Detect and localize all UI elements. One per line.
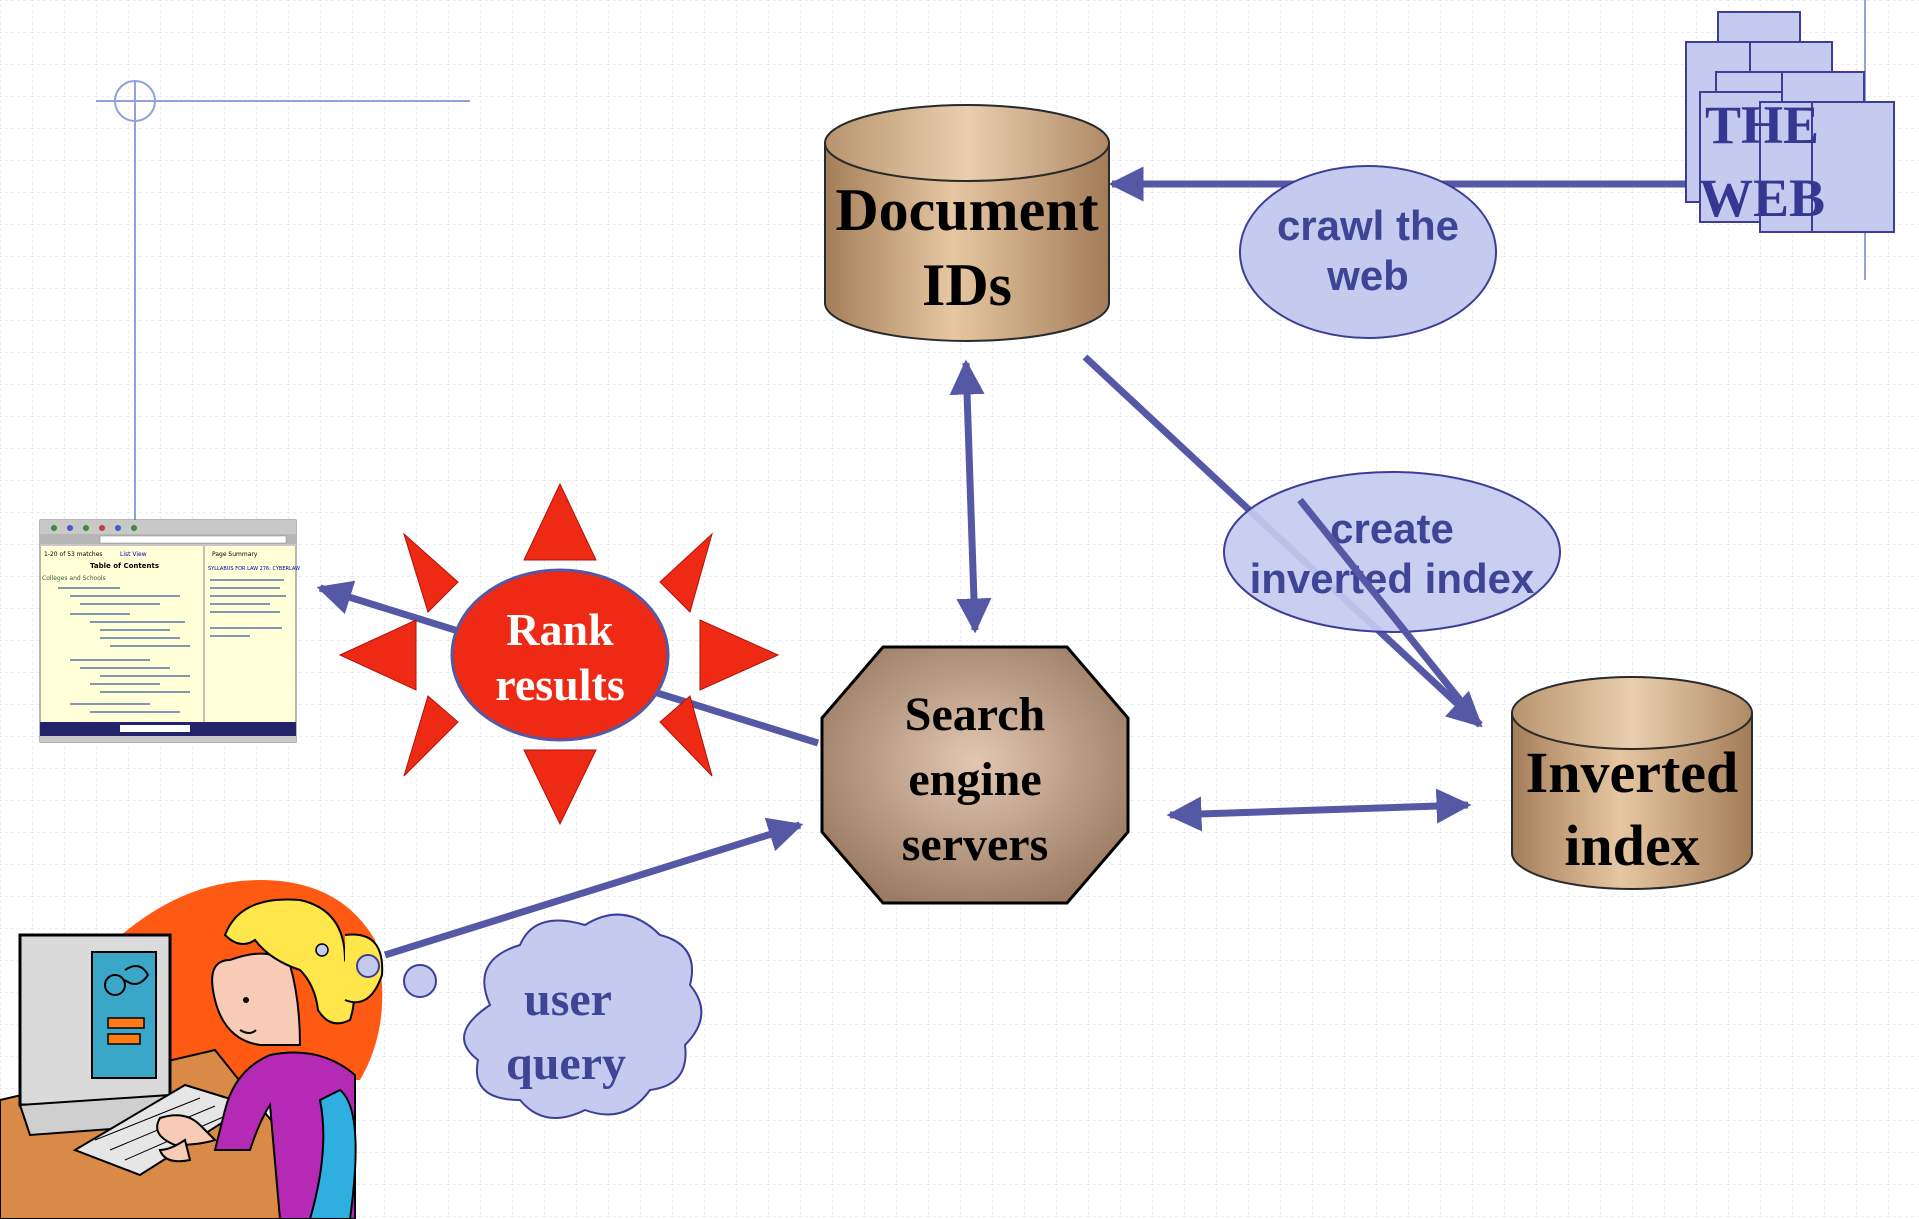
search-engine-servers-octagon: Search engine servers (820, 645, 1130, 905)
results-summary: Page Summary (212, 551, 258, 558)
user-query-label-line2: query (506, 1037, 626, 1090)
inverted-index-label-line2: index (1564, 813, 1699, 878)
create-label-line1: create (1330, 505, 1454, 552)
user-at-computer-illustration (0, 880, 384, 1219)
web-pages-icon (1685, 11, 1895, 233)
create-label-line2: inverted index (1250, 555, 1535, 602)
document-ids-database: Document IDs (824, 104, 1110, 342)
rank-results-starburst (338, 482, 780, 826)
inverted-index-label-line1: Inverted (1526, 740, 1739, 805)
document-ids-label-line1: Document (835, 177, 1098, 243)
results-count: 1-20 of 53 matches (44, 551, 103, 558)
results-view: List View (120, 551, 147, 558)
web-label-line2: WEB (1699, 168, 1825, 228)
results-toc: Table of Contents (90, 562, 159, 570)
crawl-the-web-bubble: crawl the web (1239, 165, 1497, 339)
servers-label-line2: engine (908, 753, 1041, 806)
arrow-user-to-servers (383, 817, 804, 959)
user-query-label-line1: user (524, 973, 612, 1026)
thought-bubble-dots (356, 954, 437, 998)
crawl-label-line2: web (1326, 252, 1409, 299)
user-query-cloud: user query (463, 913, 703, 1119)
servers-label-line1: Search (905, 688, 1045, 741)
rank-label-line1: Rank (506, 604, 614, 655)
results-link: SYLLABUS FOR LAW 276: CYBERLAW (208, 566, 300, 572)
arrow-docs-servers (949, 359, 992, 634)
crosshair-decoration (96, 80, 470, 525)
crawl-label-line1: crawl the (1277, 202, 1459, 249)
results-section: Colleges and Schools (42, 575, 106, 582)
rank-label-line2: results (495, 659, 625, 710)
arrow-servers-index (1166, 788, 1472, 832)
search-results-window: 1-20 of 53 matches List View Page Summar… (39, 519, 300, 743)
arrow-overlay (1297, 497, 1483, 728)
web-label-line1: THE (1705, 95, 1819, 155)
inverted-index-database: Inverted index (1511, 676, 1753, 890)
create-inverted-index-bubble: create inverted index (1223, 471, 1561, 633)
document-ids-label-line2: IDs (922, 252, 1012, 318)
servers-label-line3: servers (902, 818, 1049, 871)
